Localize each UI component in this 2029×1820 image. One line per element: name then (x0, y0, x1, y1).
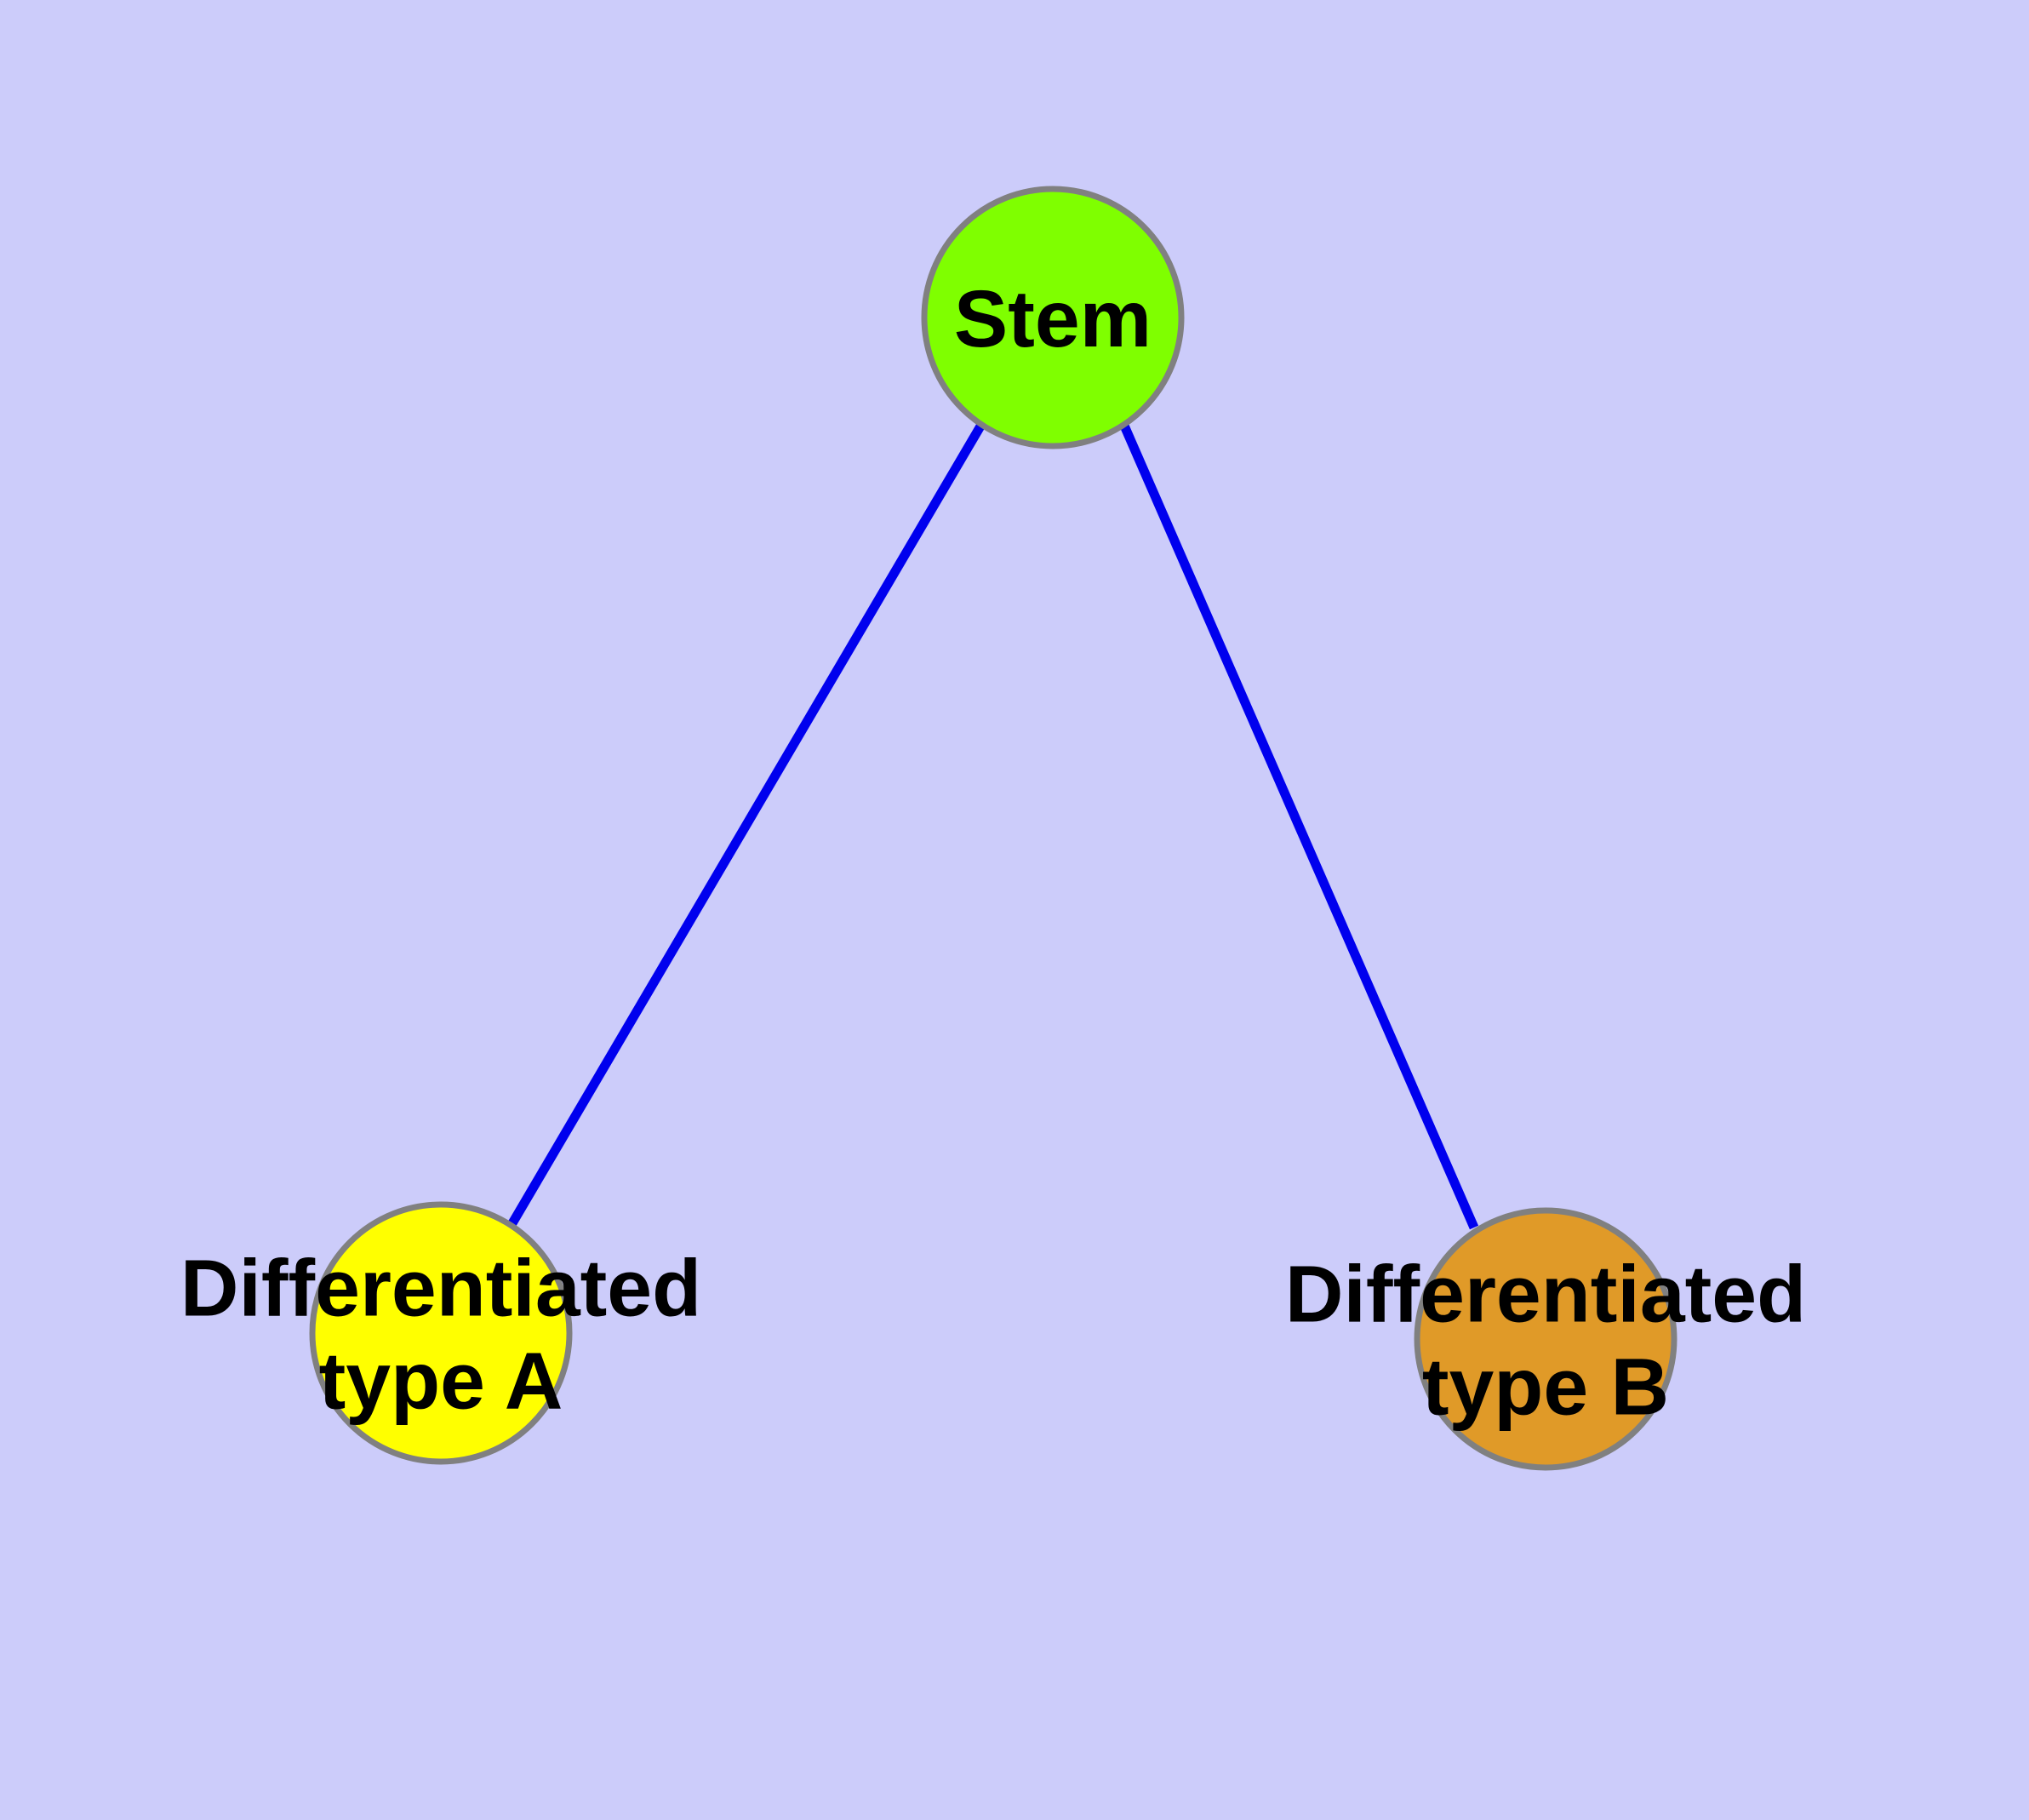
node-differentiated-type-b[interactable] (1414, 1207, 1677, 1471)
node-differentiated-type-a-label-line2: type A (319, 1336, 563, 1427)
node-stem[interactable] (921, 186, 1185, 449)
label-layer: Stem Differentiated type A Differentiate… (180, 274, 1806, 1433)
node-differentiated-type-a-label-line1: Differentiated (180, 1244, 701, 1334)
node-stem-label-line1: Stem (954, 274, 1152, 364)
node-layer (309, 186, 1677, 1471)
edge-stem-to-differentiated-b[interactable] (1119, 423, 1479, 1230)
node-differentiated-type-b-label-line1: Differentiated (1285, 1250, 1806, 1340)
node-differentiated-type-b-label-line2: type B (1422, 1342, 1669, 1433)
node-differentiated-type-a[interactable] (309, 1201, 573, 1465)
edge-stem-to-differentiated-a[interactable] (508, 422, 986, 1226)
edge-layer (508, 422, 1479, 1230)
